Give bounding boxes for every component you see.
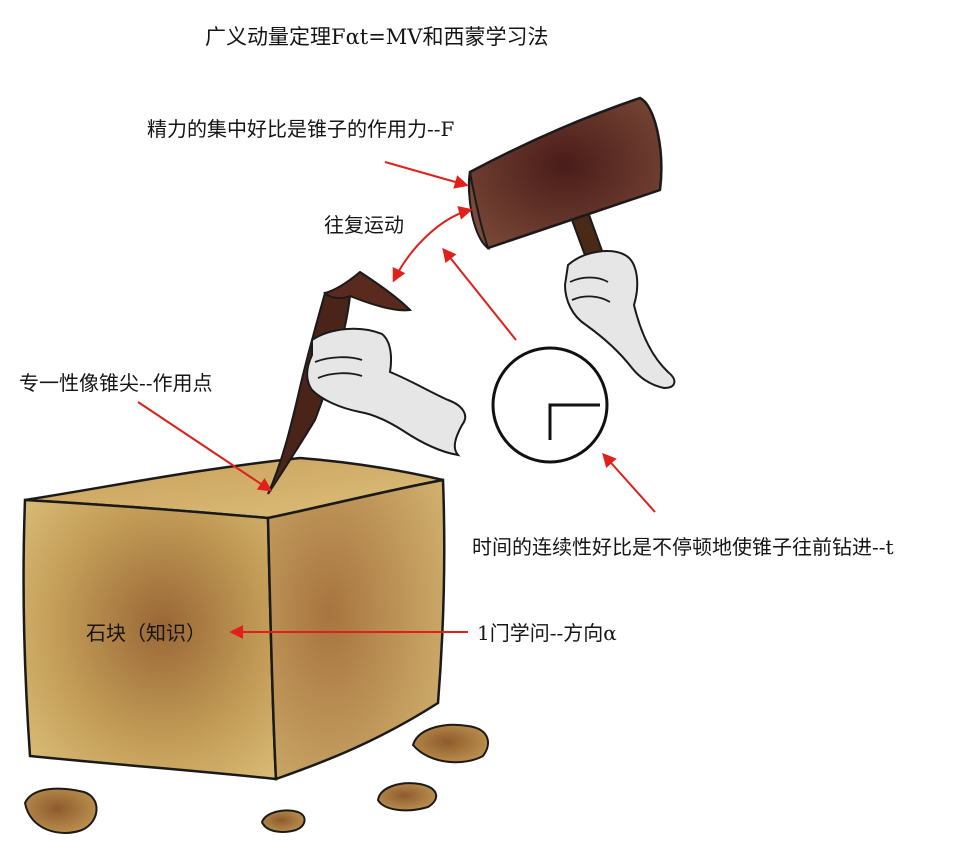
- arrow-time-to-clock: [602, 452, 656, 513]
- finger-line: [571, 295, 611, 303]
- diagram-title: 广义动量定理Fαt=MV和西蒙学习法: [205, 25, 549, 49]
- time-label: 时间的连续性好比是不停顿地使锥子往前钻进--t: [472, 535, 894, 559]
- force-label: 精力的集中好比是锥子的作用力--F: [147, 117, 455, 141]
- finger-line: [317, 372, 363, 379]
- arrows: [137, 161, 656, 639]
- hammer-face: [468, 171, 490, 251]
- rock-fragment: [376, 782, 438, 812]
- arrow-motion: [392, 206, 473, 283]
- arrow-time-to-hammer: [442, 247, 517, 341]
- stone-label: 石块（知识）: [86, 621, 206, 645]
- finger-line: [314, 356, 363, 363]
- rock-fragment: [260, 809, 306, 833]
- left-hand: [306, 327, 467, 457]
- right-hand-icon: [563, 250, 676, 390]
- point-label: 专一性像锥尖--作用点: [19, 371, 213, 395]
- arrow-point: [137, 401, 273, 492]
- clock-icon: [491, 346, 609, 464]
- arrow-force: [384, 161, 469, 189]
- rock-fragment: [411, 723, 490, 764]
- stone-side-face: [266, 478, 446, 781]
- stone-block-icon: [22, 456, 446, 781]
- right-hand: [563, 250, 676, 390]
- direction-label: 1门学问--方向α: [477, 621, 617, 645]
- hammer-head: [467, 96, 663, 250]
- left-hand-icon: [306, 327, 467, 457]
- clock-hands: [548, 403, 600, 440]
- rock-fragments: [23, 723, 490, 834]
- finger-line: [569, 276, 609, 283]
- rock-fragment: [23, 787, 98, 834]
- motion-label: 往复运动: [324, 213, 404, 237]
- chisel-head: [323, 270, 413, 312]
